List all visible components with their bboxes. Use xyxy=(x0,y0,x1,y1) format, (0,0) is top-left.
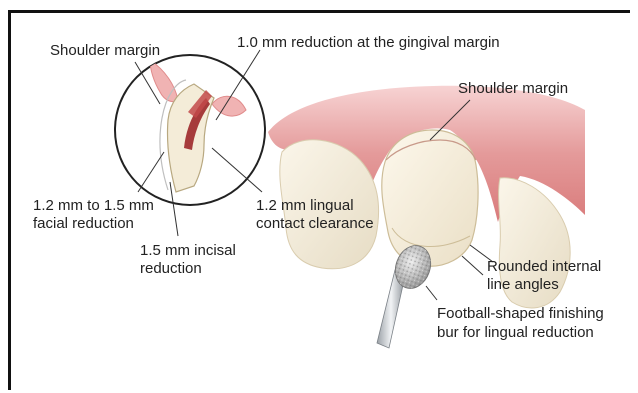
bur-label-line2: bur for lingual reduction xyxy=(437,324,594,342)
shoulder-margin-inset-label: Shoulder margin xyxy=(50,42,160,60)
facial-reduction-label-line2: facial reduction xyxy=(33,215,134,233)
facial-reduction-label-line1: 1.2 mm to 1.5 mm xyxy=(33,197,154,215)
lingual-clearance-label-line1: 1.2 mm lingual xyxy=(256,197,354,215)
rounded-angles-label-line2: line angles xyxy=(487,276,559,294)
bur-label-line1: Football-shaped finishing xyxy=(437,305,604,323)
prepared-tooth xyxy=(382,130,478,266)
incisal-reduction-label-line2: reduction xyxy=(140,260,202,278)
incisal-reduction-label-line1: 1.5 mm incisal xyxy=(140,242,236,260)
lingual-clearance-label-line2: contact clearance xyxy=(256,215,374,233)
gingival-reduction-label: 1.0 mm reduction at the gingival margin xyxy=(237,34,500,52)
rounded-angles-label-line1: Rounded internal xyxy=(487,258,601,276)
shoulder-margin-main-label: Shoulder margin xyxy=(458,80,568,98)
